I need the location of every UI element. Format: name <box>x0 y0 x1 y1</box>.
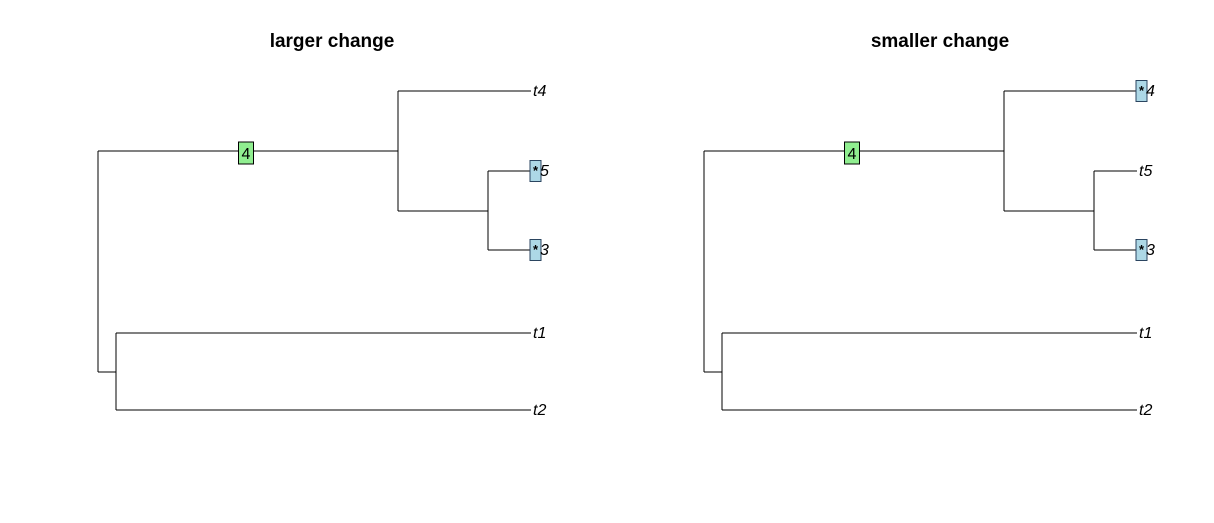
tip-label-t5: 5 <box>540 163 549 180</box>
edge-label-box <box>238 141 254 165</box>
tip-label-t1: t1 <box>1139 325 1152 342</box>
tip-label-t2: t2 <box>533 402 546 419</box>
tip-label-t4: 4 <box>1146 83 1155 100</box>
edge-label-text: 4 <box>848 146 857 163</box>
asterisk-mark: * <box>1139 83 1145 98</box>
panel-title-left: larger change <box>269 31 395 52</box>
asterisk-mark: * <box>533 242 539 257</box>
tip-label-t4: t4 <box>533 83 546 100</box>
panel-title-right: smaller change <box>870 31 1010 52</box>
edge-label-text: 4 <box>242 146 251 163</box>
tip-mark-box <box>1135 239 1148 261</box>
asterisk-mark: * <box>1139 242 1145 257</box>
tip-label-t3: 3 <box>540 242 549 259</box>
tip-label-t5: t5 <box>1139 163 1152 180</box>
tip-mark-box <box>529 239 542 261</box>
asterisk-mark: * <box>533 163 539 178</box>
tip-label-t3: 3 <box>1146 242 1155 259</box>
tip-mark-box <box>529 160 542 182</box>
tip-label-t2: t2 <box>1139 402 1152 419</box>
tip-label-t1: t1 <box>533 325 546 342</box>
edge-label-box <box>844 141 860 165</box>
tip-mark-box <box>1135 80 1148 102</box>
